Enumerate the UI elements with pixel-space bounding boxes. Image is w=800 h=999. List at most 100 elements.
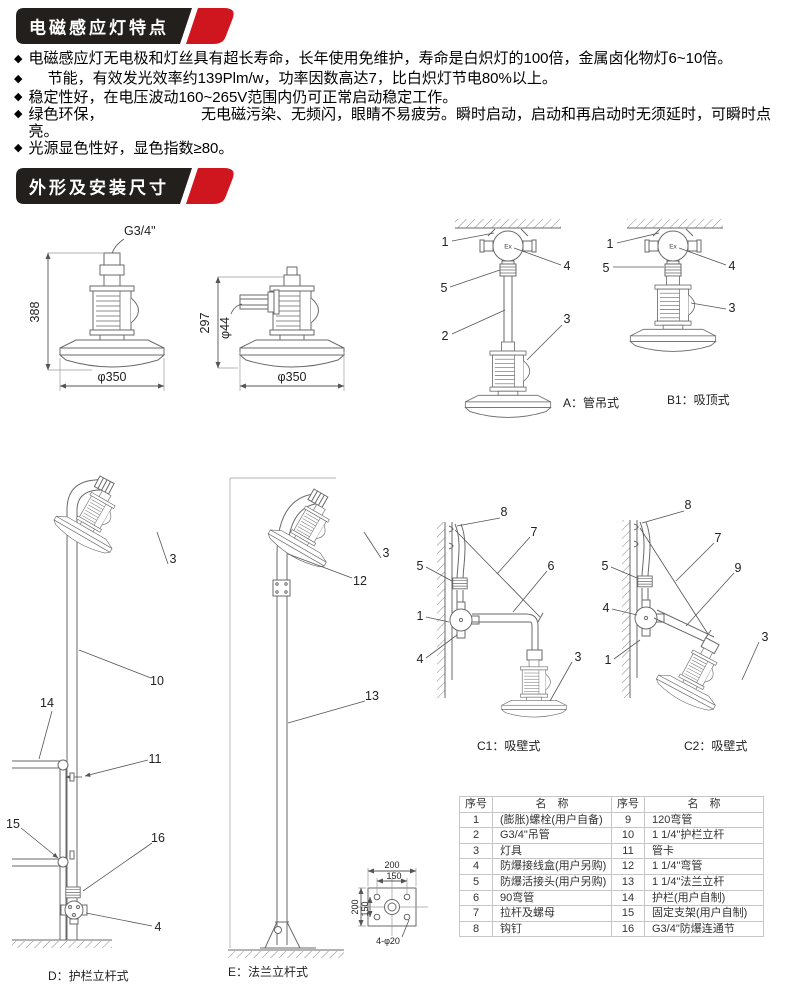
banner-black-shape <box>16 8 192 44</box>
feature-item: ◆光源显色性好，显色指数≥80。 <box>14 140 794 157</box>
callout-4: 4 <box>603 601 610 615</box>
height-dimension-label: 297 <box>198 313 212 334</box>
callout-7: 7 <box>531 525 538 539</box>
tilted-lamp-assembly <box>49 475 135 559</box>
callout-3: 3 <box>170 552 177 566</box>
callout-15: 15 <box>6 817 20 831</box>
arm-diameter-label: φ44 <box>218 317 232 339</box>
part-no: 9 <box>611 811 645 829</box>
banner-black-shape <box>16 168 192 204</box>
bullet-diamond-icon: ◆ <box>14 91 23 103</box>
callout-7: 7 <box>715 531 722 545</box>
tilted-lamp-assembly <box>264 488 350 573</box>
callout-9: 9 <box>735 561 742 575</box>
part-name: G3/4"防爆连通节 <box>644 920 764 938</box>
flange-height-label: 200 <box>350 899 360 914</box>
diagram-flange-detail: 200 150 200 150 4-φ20 <box>350 860 428 946</box>
callout-8: 8 <box>501 505 508 519</box>
diameter-dimension-label: φ350 <box>278 370 307 384</box>
part-no: 6 <box>459 889 493 907</box>
tilted-lamp-assembly <box>652 634 737 717</box>
callout-1: 1 <box>605 653 612 667</box>
part-no: 3 <box>459 842 493 860</box>
callout-5: 5 <box>603 261 610 275</box>
callout-3: 3 <box>729 301 736 315</box>
part-name: 1 1/4"弯管 <box>644 858 764 875</box>
callout-5: 5 <box>417 559 424 573</box>
feature-text: 稳定性好，在电压波动160~265V范围内仍可正常启动稳定工作。 <box>28 89 458 106</box>
section-banner-features: 电磁感应灯特点 <box>16 8 234 44</box>
caption-install-c1: C1：吸壁式 <box>477 738 540 753</box>
bullet-diamond-icon: ◆ <box>14 73 23 85</box>
callout-4: 4 <box>155 920 162 934</box>
callout-11: 11 <box>149 752 162 766</box>
part-no: 7 <box>459 905 493 922</box>
part-name: 灯具 <box>492 842 612 860</box>
part-name: 90弯管 <box>492 889 612 907</box>
feature-text: 绿色环保， 无电磁污染、无频闪，眼睛不易疲劳。瞬时启动，启动和再启动时无须延时，… <box>28 106 771 140</box>
part-name: 1 1/4"护栏立杆 <box>644 827 764 844</box>
caption-install-d: D：护栏立杆式 <box>48 968 129 983</box>
callout-10: 10 <box>150 674 164 688</box>
part-name: 120弯管 <box>644 811 764 829</box>
callout-16: 16 <box>151 831 165 845</box>
part-name: 护栏(用户自制) <box>644 889 764 907</box>
diagram-dimension-front: G3/4" 388 φ350 <box>28 224 165 391</box>
part-no: 1 <box>459 811 493 829</box>
caption-install-a: A：管吊式 <box>563 395 619 410</box>
part-name: 1 1/4"法兰立杆 <box>644 873 764 891</box>
part-name: 防爆活接头(用户另购) <box>492 873 612 891</box>
diagram-install-a: Ex 1 4 5 2 3 A：管吊式 <box>441 219 619 418</box>
part-name: 管卡 <box>644 842 764 860</box>
callout-12: 12 <box>353 574 367 588</box>
part-no: 8 <box>459 920 493 938</box>
callout-3: 3 <box>564 312 571 326</box>
diagram-install-d: 3 10 14 11 15 16 4 D：护栏立杆式 <box>6 475 177 983</box>
part-name: 固定支架(用户自制) <box>644 905 764 922</box>
col-header-name: 名 称 <box>644 796 764 813</box>
parts-table-header: 序号 名 称 序号 名 称 <box>459 796 764 813</box>
callout-1: 1 <box>417 609 424 623</box>
caption-install-b1: B1：吸顶式 <box>667 393 730 407</box>
thread-spec-label: G3/4" <box>124 224 156 238</box>
callout-3: 3 <box>575 650 582 664</box>
ex-mark: Ex <box>669 244 677 251</box>
height-dimension-label: 388 <box>28 302 42 323</box>
callout-8: 8 <box>685 498 692 512</box>
part-name: G3/4"吊管 <box>492 827 612 844</box>
bullet-diamond-icon: ◆ <box>14 108 23 120</box>
bullet-diamond-icon: ◆ <box>14 53 23 65</box>
caption-install-c2: C2：吸壁式 <box>684 738 747 753</box>
part-name: (膨胀)螺栓(用户自备) <box>492 811 612 829</box>
callout-2: 2 <box>442 329 449 343</box>
part-name: 防爆接线盒(用户另购) <box>492 858 612 875</box>
part-no: 10 <box>611 827 645 844</box>
part-name: 钩钉 <box>492 920 612 938</box>
callout-5: 5 <box>441 281 448 295</box>
diagram-dimension-side: 297 φ44 φ350 <box>198 266 345 391</box>
diagram-install-c2: 8 7 9 5 4 1 3 C2：吸壁式 <box>602 498 769 753</box>
part-no: 11 <box>611 842 645 860</box>
part-no: 12 <box>611 858 645 875</box>
col-header-no: 序号 <box>611 796 645 813</box>
feature-text: 节能，有效发光效率约139Plm/w，功率因数高达7，比白炽灯节电80%以上。 <box>28 70 557 87</box>
callout-14: 14 <box>40 696 54 710</box>
flange-width-label: 200 <box>384 860 399 870</box>
section-title-features: 电磁感应灯特点 <box>29 18 169 38</box>
diagram-install-c1: 8 7 6 5 1 4 3 C1：吸壁式 <box>417 505 582 753</box>
part-no: 2 <box>459 827 493 844</box>
callout-1: 1 <box>442 235 449 249</box>
callout-4: 4 <box>564 259 571 273</box>
part-no: 14 <box>611 889 645 907</box>
callout-4: 4 <box>417 652 424 666</box>
section-title-dimensions: 外形及安装尺寸 <box>29 178 169 198</box>
part-no: 16 <box>611 920 645 938</box>
